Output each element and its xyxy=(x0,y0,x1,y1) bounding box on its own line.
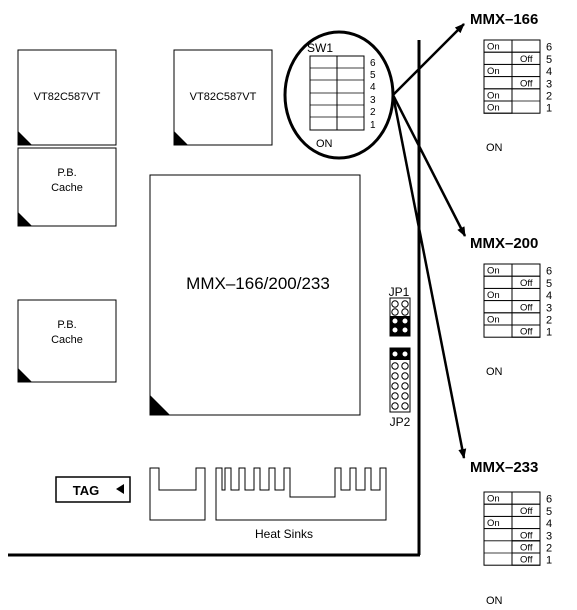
tag-box: TAG xyxy=(55,476,131,503)
jp2-label: JP2 xyxy=(390,415,411,429)
switch-state-label: On xyxy=(487,66,500,77)
sw1-num-3: 3 xyxy=(370,95,376,106)
sw1-title: SW1 xyxy=(307,41,333,55)
switch-state-label: Off xyxy=(520,78,533,89)
switch-number-label: 2 xyxy=(546,91,552,103)
switch-number-label: 2 xyxy=(546,543,552,555)
heat-sink-right: Heat Sinks xyxy=(215,467,387,541)
switch-number-label: 2 xyxy=(546,315,552,327)
switch-state-label: Off xyxy=(520,555,533,566)
north-bridge-2-label: VT82C587VT xyxy=(190,91,257,103)
switch-number-label: 4 xyxy=(546,518,552,530)
sw1-num-1: 1 xyxy=(370,120,376,131)
arrow-to-mmx233 xyxy=(391,94,467,459)
north-bridge-chip-2: VT82C587VT xyxy=(173,49,273,146)
setting-title-mmx200: MMX–200 xyxy=(470,235,538,252)
cache-chip-1: P.B. Cache xyxy=(17,147,117,227)
switch-number-label: 1 xyxy=(546,103,552,115)
tag-arrow-icon xyxy=(116,484,124,494)
switch-number-label: 6 xyxy=(546,266,552,278)
switch-number-label: 3 xyxy=(546,530,552,542)
jp2-jumper: JP2 xyxy=(389,347,411,429)
sw1-num-6: 6 xyxy=(370,58,376,69)
switch-number-label: 5 xyxy=(546,278,552,290)
switch-state-label: Off xyxy=(520,506,533,517)
jp2-jumper-cap xyxy=(390,348,410,360)
north-bridge-1-label: VT82C587VT xyxy=(34,91,101,103)
jp1-jumper-cap xyxy=(390,316,410,336)
switch-number-label: 4 xyxy=(546,66,552,78)
switch-state-label: Off xyxy=(520,530,533,541)
switch-number-label: 1 xyxy=(546,327,552,339)
switch-state-label: On xyxy=(487,42,500,53)
switch-state-label: On xyxy=(487,315,500,326)
cpu-socket: MMX–166/200/233 xyxy=(149,174,361,416)
switch-number-label: 3 xyxy=(546,78,552,90)
setting-on-label-mmx233: ON xyxy=(486,595,503,607)
switch-state-label: On xyxy=(487,266,500,277)
cpu-label: MMX–166/200/233 xyxy=(186,274,330,293)
switch-state-label: Off xyxy=(520,543,533,554)
north-bridge-chip-1: VT82C587VT xyxy=(17,49,117,146)
arrow-to-mmx166 xyxy=(392,23,465,96)
cache-1-label-line1: P.B. xyxy=(57,167,76,179)
switch-number-label: 1 xyxy=(546,555,552,567)
switch-state-label: Off xyxy=(520,302,533,313)
arrow-to-mmx200 xyxy=(391,94,467,237)
sw1-num-4: 4 xyxy=(370,82,376,93)
switch-number-label: 3 xyxy=(546,302,552,314)
setting-title-mmx233: MMX–233 xyxy=(470,459,538,476)
switch-state-label: On xyxy=(487,91,500,102)
switch-state-cell xyxy=(511,552,541,566)
switch-number-label: 5 xyxy=(546,54,552,66)
heat-sink-left xyxy=(149,467,206,521)
jp1-label: JP1 xyxy=(389,285,410,299)
switch-state-label: Off xyxy=(520,278,533,289)
switch-number-label: 5 xyxy=(546,506,552,518)
switch-state-label: On xyxy=(487,290,500,301)
cache-1-label-line2: Cache xyxy=(51,182,83,194)
heat-sinks-label: Heat Sinks xyxy=(255,527,313,541)
cache-2-label-line1: P.B. xyxy=(57,319,76,331)
setting-on-label-mmx166: ON xyxy=(486,142,503,154)
cache-2-label-line2: Cache xyxy=(51,334,83,346)
tag-label: TAG xyxy=(73,483,99,498)
switch-number-label: 4 xyxy=(546,290,552,302)
setting-title-mmx166: MMX–166 xyxy=(470,11,538,28)
jp1-jumper: JP1 xyxy=(389,285,411,337)
switch-number-label: 6 xyxy=(546,494,552,506)
switch-state-cell xyxy=(511,324,541,338)
setting-on-label-mmx200: ON xyxy=(486,366,503,378)
switch-state-label: Off xyxy=(520,54,533,65)
switch-state-label: On xyxy=(487,494,500,505)
switch-state-label: On xyxy=(487,518,500,529)
sw1-num-5: 5 xyxy=(370,70,376,81)
switch-state-label: Off xyxy=(520,327,533,338)
sw1-num-2: 2 xyxy=(370,107,376,118)
switch-number-label: 6 xyxy=(546,42,552,54)
cache-chip-2: P.B. Cache xyxy=(17,299,117,383)
sw1-dip-switch: SW1 6 5 4 3 2 1 ON xyxy=(283,30,395,160)
sw1-on-label: ON xyxy=(316,138,333,150)
switch-state-label: On xyxy=(487,103,500,114)
switch-state-cell xyxy=(483,100,513,114)
